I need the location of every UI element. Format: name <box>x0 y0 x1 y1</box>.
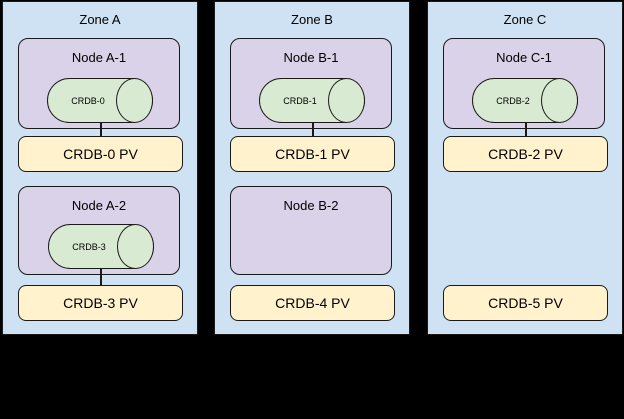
pv-box: CRDB-3 PV <box>18 285 183 321</box>
node-title: Node A-1 <box>71 50 127 65</box>
connector-line <box>100 268 102 286</box>
zone-box-a: Zone A Node A-1 CRDB-0 CRDB-0 PV Node A-… <box>2 1 198 335</box>
connector-line <box>100 122 102 137</box>
database-cylinder-crdb-3: CRDB-3 <box>48 224 154 269</box>
cylinder-cap <box>116 78 153 123</box>
cylinder-label: CRDB-1 <box>283 95 317 106</box>
node-title: Node B-2 <box>283 198 339 213</box>
pv-label: CRDB-5 PV <box>488 295 563 311</box>
zone-box-b: Zone B Node B-1 CRDB-1 CRDB-1 PV Node B-… <box>214 1 410 335</box>
pv-box: CRDB-4 PV <box>230 285 395 321</box>
node-title: Node A-2 <box>71 198 127 213</box>
zone-title: Zone B <box>291 12 333 27</box>
cylinder-label: CRDB-0 <box>71 95 105 106</box>
cylinder-label: CRDB-2 <box>496 95 530 106</box>
pv-box: CRDB-2 PV <box>443 136 608 172</box>
pv-label: CRDB-3 PV <box>63 295 138 311</box>
node-box-b2-empty: Node B-2 <box>230 186 392 275</box>
cylinder-cap <box>117 224 154 269</box>
connector-line <box>525 122 527 137</box>
pv-label: CRDB-4 PV <box>275 295 350 311</box>
node-title: Node C-1 <box>496 50 552 65</box>
pv-label: CRDB-1 PV <box>275 146 350 162</box>
cylinder-cap <box>328 78 365 123</box>
database-cylinder-crdb-2: CRDB-2 <box>472 78 578 123</box>
zone-box-c: Zone C Node C-1 CRDB-2 CRDB-2 PV CRDB-5 … <box>427 1 623 335</box>
pv-box: CRDB-0 PV <box>18 136 183 172</box>
zone-title: Zone C <box>503 12 547 27</box>
database-cylinder-crdb-1: CRDB-1 <box>259 78 365 123</box>
node-title: Node B-1 <box>283 50 339 65</box>
pv-box-orphan: CRDB-5 PV <box>443 285 608 321</box>
cylinder-label: CRDB-3 <box>72 241 106 252</box>
cylinder-cap <box>541 78 578 123</box>
connector-line <box>312 122 314 137</box>
database-cylinder-crdb-0: CRDB-0 <box>47 78 153 123</box>
pv-label: CRDB-0 PV <box>63 146 138 162</box>
zone-title: Zone A <box>79 12 121 27</box>
pv-box: CRDB-1 PV <box>230 136 395 172</box>
pv-label: CRDB-2 PV <box>488 146 563 162</box>
